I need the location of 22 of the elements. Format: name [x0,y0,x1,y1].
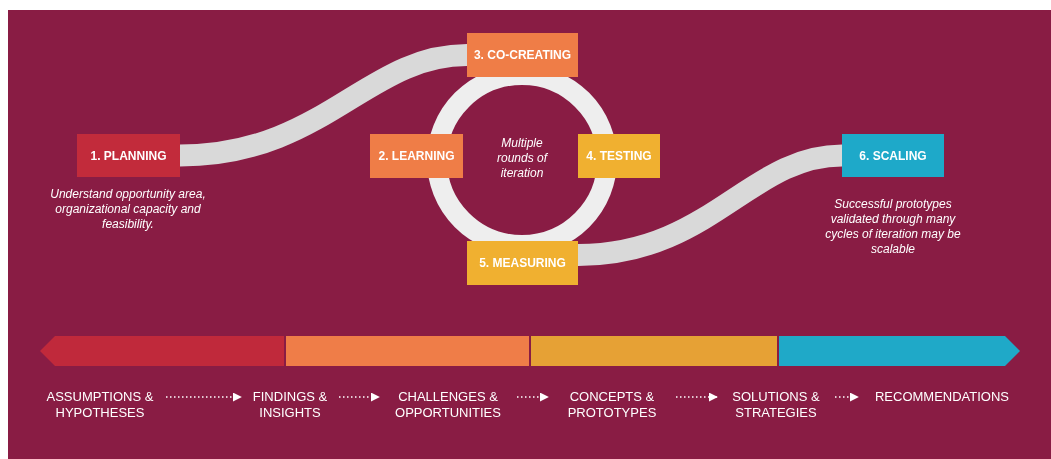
caption-text: Understand opportunity area, organizational capacity and feasibility. [49,187,207,232]
outcome-text: CONCEPTS & PROTOTYPES [552,389,672,425]
dotted-arrow [834,392,859,402]
dotted-arrow [338,392,380,402]
outcome-text: ASSUMPTIONS & HYPOTHESES [38,389,162,425]
stage-box: 6. SCALING [842,134,944,177]
stage-box: 3. CO-CREATING [467,33,578,77]
outcome-text: FINDINGS & INSIGHTS [245,389,335,425]
stage-box: 2. LEARNING [370,134,463,178]
ribbon-connector [577,144,843,266]
dotted-arrow [516,392,549,402]
outcome-text: CHALLENGES & OPPORTUNITIES [383,389,513,425]
center-note: Multiple rounds of iteration [495,136,549,181]
outcome-text: SOLUTIONS & STRATEGIES [721,389,831,425]
dotted-arrow [165,392,242,402]
ribbon-connector [179,44,468,167]
stage-box: 4. TESTING [578,134,660,178]
stage-box: 1. PLANNING [77,134,180,177]
stage-box: 5. MEASURING [467,241,578,285]
outcome-text: RECOMMENDATIONS [862,389,1022,425]
dotted-arrow [675,392,718,402]
caption-text: Successful prototypes validated through many cycles of iteration may be scalable [824,197,962,257]
